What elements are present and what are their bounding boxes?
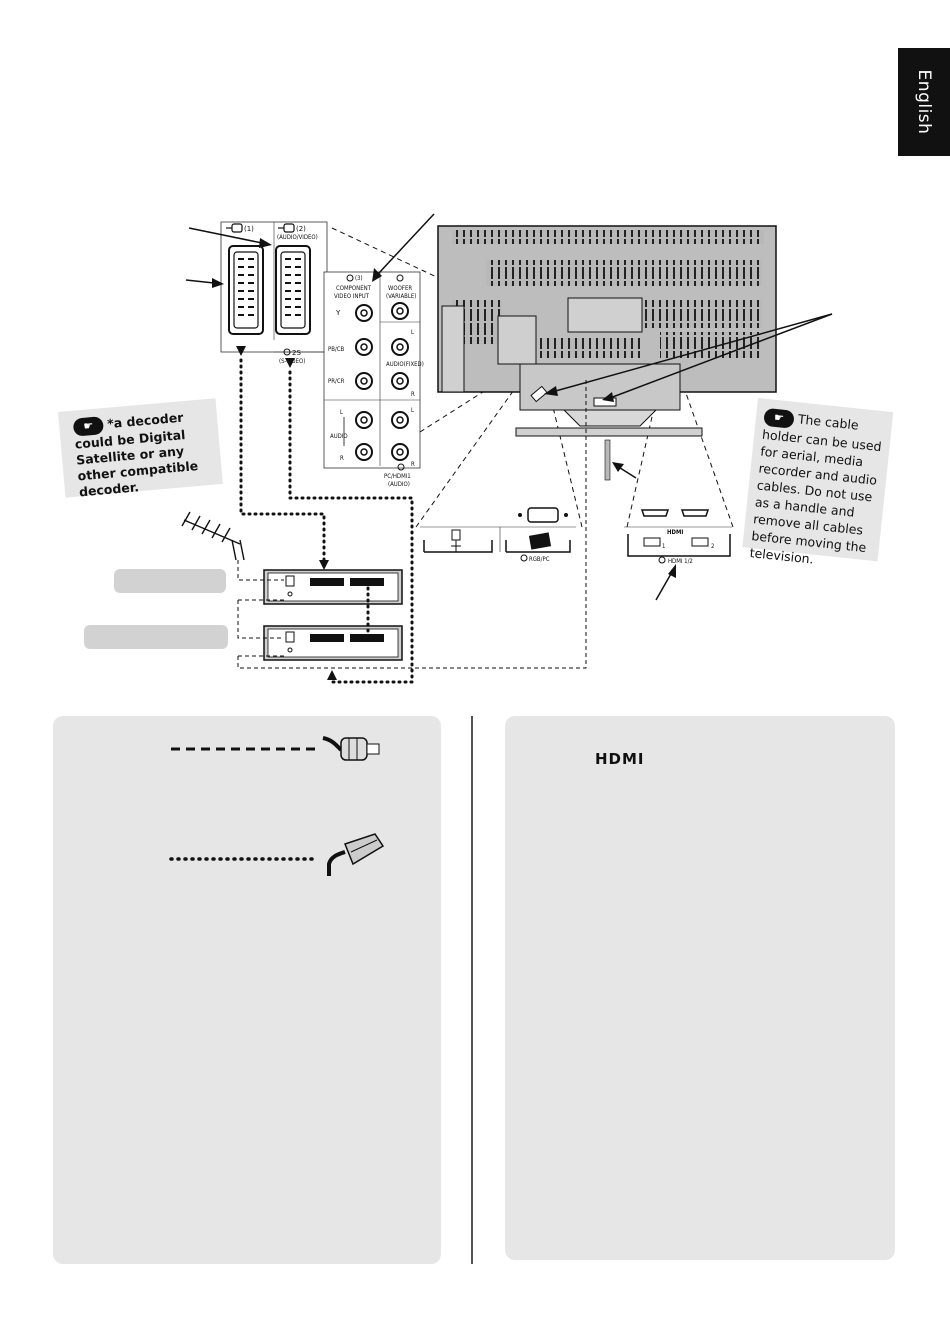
- scart-label-1: (1): [244, 225, 254, 233]
- scart-input-icon-1: [226, 223, 243, 233]
- fixed-l-label: L: [411, 329, 414, 336]
- panel-divider: [471, 716, 473, 1264]
- hdmi-logo: HDMI: [595, 750, 645, 768]
- component-number: (3): [355, 275, 363, 282]
- jack-pb-label: PB/CB: [328, 346, 345, 353]
- device-1-label: [114, 569, 226, 593]
- pc-l-label: L: [411, 407, 414, 414]
- hdmi-panel-logo: HDMI: [667, 529, 683, 536]
- scart-pins: [238, 258, 301, 316]
- pc-r-label: R: [411, 461, 415, 468]
- woofer-title-1: WOOFER: [388, 285, 412, 292]
- cable-holder-note: ☛The cable holder can be used for aerial…: [742, 398, 894, 566]
- scart-label-2-sub: (AUDIO/VIDEO): [277, 234, 318, 241]
- cable-holder-note-text: The cable holder can be used for aerial,…: [749, 411, 883, 567]
- device-2-label: [84, 625, 228, 649]
- scart-arrow-2: [185, 279, 215, 284]
- aerial-cable-routes: [237, 380, 587, 669]
- left-info-panel: [53, 716, 441, 1264]
- right-info-panel: HDMI: [505, 716, 895, 1260]
- device-1: [263, 569, 403, 605]
- rf-plug-icon: [322, 736, 380, 761]
- audio-r-label: R: [340, 455, 344, 462]
- tv-back: [437, 225, 777, 481]
- scart-panel: (1) (2) (AUDIO/VIDEO) 2S (S-VIDEO): [220, 221, 328, 365]
- woofer-title-2: (VARIABLE): [386, 293, 416, 300]
- scart-label-2s: 2S: [292, 349, 301, 357]
- audio-label: AUDIO: [330, 433, 348, 440]
- jack-y-label: Y: [335, 309, 341, 317]
- hdmi-num-2: 2: [711, 543, 714, 550]
- component-arrow: [377, 213, 435, 275]
- scart-connector-1: [228, 245, 264, 335]
- pc-hdmi-label-1: PC/HDMI1: [384, 473, 411, 480]
- component-title-1: COMPONENT: [336, 285, 372, 292]
- device-2: [263, 625, 403, 661]
- cable-holder-arrow-2: [609, 313, 833, 399]
- av-panel: (3) COMPONENT VIDEO INPUT WOOFER (VARIAB…: [323, 271, 424, 488]
- scart-connector-2: [275, 245, 311, 335]
- hdmi-port-1: [640, 509, 670, 517]
- cable-holder-arrow-1: [551, 313, 833, 393]
- scart-plug-icon: [327, 833, 385, 876]
- aerial-socket-icon: [451, 529, 461, 552]
- audio-l-label: L: [340, 409, 343, 416]
- component-title-2: VIDEO INPUT: [334, 293, 370, 300]
- rgb-pc-label: RGB/PC: [529, 556, 550, 563]
- cable-legend: [169, 736, 385, 876]
- bottom-port-panel: RGB/PC HDMI 1 2 HDMI 1/2: [420, 507, 732, 565]
- scart-input-icon-2: [278, 223, 295, 233]
- scart-cable-routes: [239, 358, 414, 684]
- pc-hdmi-label-2: (AUDIO): [388, 481, 410, 488]
- connection-diagram: (1) (2) (AUDIO/VIDEO) 2S (S-VIDEO) (3) C…: [181, 213, 833, 684]
- decoder-note: ☛*a decoder could be Digital Satellite o…: [58, 398, 223, 499]
- hdmi-num-1: 1: [662, 543, 665, 550]
- hdmi-arrow: [655, 571, 673, 601]
- hdmi-port-2: [680, 509, 710, 517]
- pointing-hand-icon: ☛: [763, 407, 795, 429]
- fixed-r-label: R: [411, 391, 415, 398]
- scart-label-2: (2): [296, 225, 306, 233]
- language-tab: English: [898, 48, 950, 156]
- jack-pr-label: PR/CR: [328, 378, 345, 385]
- audio-fixed-label: AUDIO(FIXED): [386, 361, 424, 368]
- hdmi-panel-label: HDMI 1/2: [668, 558, 693, 565]
- aerial-icon: [181, 511, 245, 561]
- rgb-pc-connector: [518, 507, 568, 550]
- scart-arrow-1: [188, 227, 263, 244]
